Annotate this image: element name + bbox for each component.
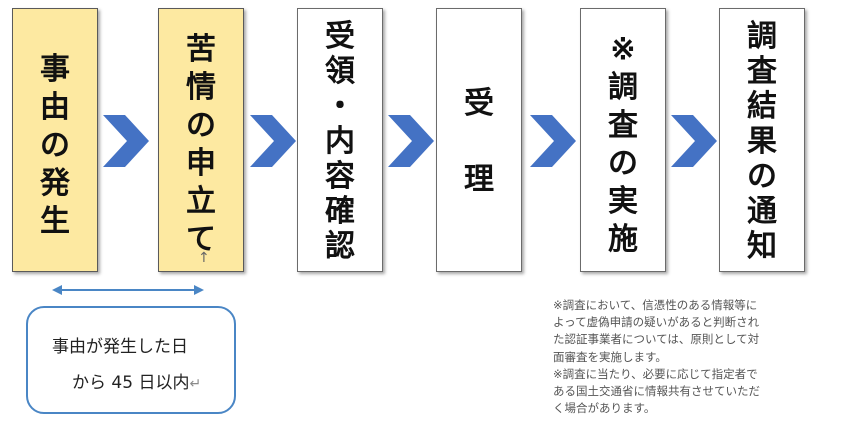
step-receipt-content-check: 受 領 ・ 内 容 確 認 [297, 8, 383, 272]
double-arrow-icon [52, 285, 204, 295]
note-onsite-audit: ※調査において、信憑性のある情報等に よって虚偽申請の疑いがあると判断され た認… [553, 298, 760, 364]
deadline-callout: 事由が発生した日 から 45 日以内↵ [26, 306, 236, 414]
step-acceptance: 受 理 [436, 8, 522, 272]
chevron-right-icon [671, 115, 717, 167]
step-label: 受 理 [464, 86, 494, 197]
step-investigation: ※ 調 査 の 実 施 [580, 8, 666, 272]
deadline-text-line2: から 45 日以内↵ [72, 368, 201, 393]
chevron-right-icon [388, 115, 434, 167]
step-result-notification: 調 査 結 果 の 通 知 [719, 8, 805, 272]
step-complaint-filing: 苦 情 の 申 立 て [158, 8, 244, 272]
return-mark-icon: ↵ [189, 376, 202, 392]
step-label: 苦 情 の 申 立 て [186, 32, 216, 257]
step-incident-occurrence: 事 由 の 発 生 [12, 8, 98, 272]
step-label: 事 由 の 発 生 [40, 52, 70, 239]
step-label: 受 領 ・ 内 容 確 認 [325, 19, 355, 264]
chevron-right-icon [103, 115, 149, 167]
chevron-right-icon [250, 115, 296, 167]
chevron-right-icon [530, 115, 576, 167]
step-label: 調 査 結 果 の 通 知 [747, 19, 777, 264]
note-information-sharing: ※調査に当たり、必要に応じて指定者で ある国土交通省に情報共有させていただ く場… [553, 366, 760, 416]
deadline-text: から 45 日以内 [72, 373, 190, 393]
step-label: ※ 調 査 の 実 施 [608, 32, 638, 257]
notes-block: ※調査において、信憑性のある情報等に よって虚偽申請の疑いがあると判断され た認… [553, 297, 853, 417]
anchor-mark-icon: ↑ [198, 250, 210, 266]
deadline-text-line1: 事由が発生した日 [52, 337, 188, 357]
